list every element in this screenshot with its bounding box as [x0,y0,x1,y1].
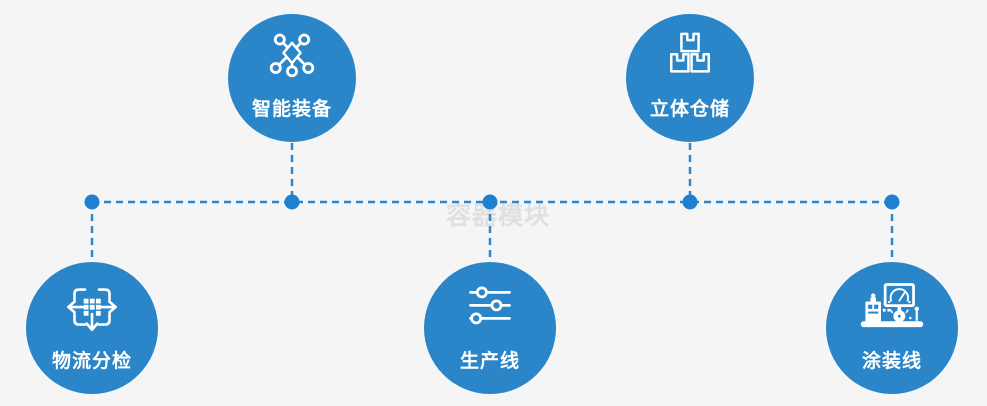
node-label: 生产线 [459,351,520,372]
node-logistics-sorting: 物流分检 [26,262,158,394]
node-smart-equipment: 智能装备 [228,14,356,142]
watermark-text: 容器模块 [446,202,551,230]
node-label: 涂装线 [861,351,922,372]
node-painting-line: 涂装线 [826,262,958,394]
node-label: 物流分检 [51,351,132,372]
network-nodes-icon [266,29,318,81]
node-label: 智能装备 [251,99,332,120]
sort-distribute-icon [64,281,120,333]
node-stereo-warehouse: 立体仓储 [626,14,754,142]
node-production-line: 生产线 [424,262,556,394]
junction-dot [84,194,100,210]
junction-dot [284,194,300,210]
junction-dot [884,194,900,210]
node-label: 立体仓储 [649,99,730,120]
junction-dot [682,194,698,210]
sliders-icon [464,281,516,333]
control-console-icon [859,281,925,333]
stacked-boxes-icon [665,29,715,81]
